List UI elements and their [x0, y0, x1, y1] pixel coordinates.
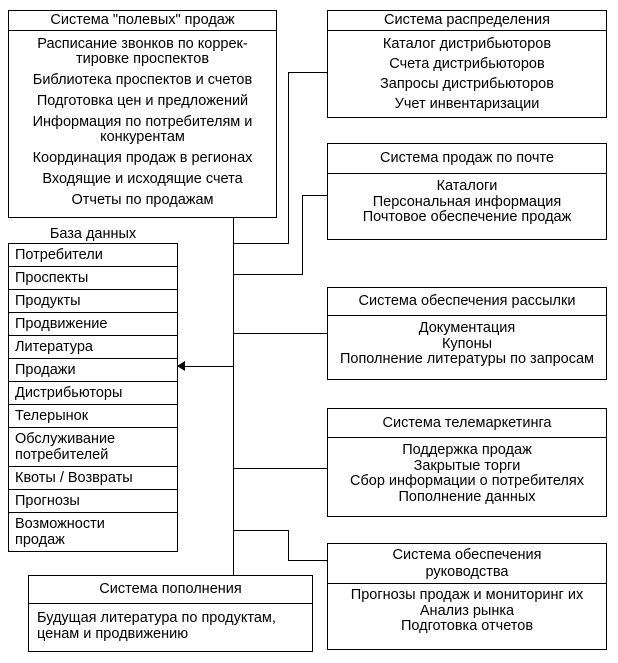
- connector-distribution-v: [288, 72, 289, 244]
- database-title: База данных: [49, 226, 137, 242]
- field-sales-item: Входящие и исходящие счета: [42, 171, 243, 187]
- field-sales-item: Подготовка цен и предложений: [36, 93, 249, 109]
- telemarketing-item: Пополнение данных: [398, 488, 536, 505]
- field-sales-title: Система "полевых" продаж: [9, 11, 276, 31]
- connector-distribution-h2: [289, 72, 327, 73]
- distribution-box: Система распределения Каталог дистрибьют…: [327, 10, 607, 118]
- telemarketing-item: Закрытые торги: [413, 457, 521, 474]
- connector-distribution-h1: [233, 243, 289, 244]
- connector-mailing-support: [233, 333, 327, 334]
- management-support-title: Система обеспечения руководства: [328, 544, 606, 584]
- database-row: Обслуживание потребителей: [8, 427, 178, 467]
- arrowhead-left-icon: [177, 361, 185, 371]
- management-support-item: Анализ рынка: [419, 602, 515, 619]
- database-row: Литература: [8, 335, 178, 359]
- replenishment-box: Система пополнения Будущая литература по…: [28, 575, 313, 652]
- connector-database-arrow-line: [184, 366, 233, 367]
- database-row: Потребители: [8, 243, 178, 267]
- database-row: Проспекты: [8, 266, 178, 290]
- database-row: Квоты / Возвраты: [8, 466, 178, 490]
- field-sales-item: Координация продаж в регионах: [32, 150, 253, 166]
- connector-mail-sales-h1: [233, 274, 303, 275]
- mail-sales-item: Персональная информация: [372, 193, 562, 210]
- mail-sales-item: Каталоги: [436, 178, 498, 194]
- database-row: Продвижение: [8, 312, 178, 336]
- field-sales-item: Информация по потребителям и конкурентам: [32, 114, 253, 145]
- mailing-support-item: Пополнение литературы по запросам: [339, 351, 595, 367]
- telemarketing-item: Поддержка продаж: [402, 442, 532, 458]
- connector-management-v: [288, 530, 289, 561]
- field-sales-box: Система "полевых" продаж Расписание звон…: [8, 10, 277, 218]
- mailing-support-box: Система обеспечения рассылки Документаци…: [327, 287, 607, 380]
- distribution-title: Система распределения: [328, 11, 606, 31]
- field-sales-item: Расписание звонков по коррек- тировке пр…: [37, 36, 248, 67]
- mailing-support-title: Система обеспечения рассылки: [328, 288, 606, 316]
- connector-mail-sales-v: [302, 195, 303, 275]
- distribution-item: Учет инвентаризации: [394, 96, 540, 112]
- database-row: Продажи: [8, 358, 178, 382]
- telemarketing-title: Система телемаркетинга: [328, 409, 606, 438]
- database-row: Продукты: [8, 289, 178, 313]
- telemarketing-item: Сбор информации о потребителях: [350, 473, 584, 489]
- connector-bus: [233, 217, 234, 575]
- distribution-item: Запросы дистрибьюторов: [380, 76, 554, 92]
- connector-telemarketing: [233, 468, 327, 469]
- connector-management-h1: [233, 530, 289, 531]
- field-sales-item: Библиотека проспектов и счетов: [32, 72, 253, 88]
- database-row: Телерынок: [8, 404, 178, 428]
- replenishment-title: Система пополнения: [29, 576, 312, 604]
- management-support-item: Подготовка отчетов: [400, 618, 534, 634]
- mailing-support-item: Купоны: [441, 335, 493, 352]
- mailing-support-item: Документация: [418, 320, 516, 336]
- field-sales-items: Расписание звонков по коррек- тировке пр…: [9, 31, 276, 208]
- connector-management-h2: [289, 560, 327, 561]
- connector-mail-sales-h2: [303, 195, 327, 196]
- database-row: Возможности продаж: [8, 512, 178, 552]
- distribution-item: Каталог дистрибьюторов: [382, 36, 552, 52]
- database-row: Дистрибьюторы: [8, 381, 178, 405]
- distribution-item: Счета дистрибьюторов: [389, 56, 545, 72]
- replenishment-body: Будущая литература по продуктам, ценам и…: [37, 610, 276, 642]
- management-support-box: Система обеспечения руководства Прогнозы…: [327, 543, 607, 650]
- field-sales-item: Отчеты по продажам: [71, 192, 214, 208]
- database-row: Прогнозы: [8, 489, 178, 513]
- management-support-item: Прогнозы продаж и мониторинг их: [350, 587, 584, 603]
- mail-sales-item: Почтовое обеспечение продаж: [362, 209, 572, 225]
- mail-sales-title: Система продаж по почте: [328, 144, 606, 174]
